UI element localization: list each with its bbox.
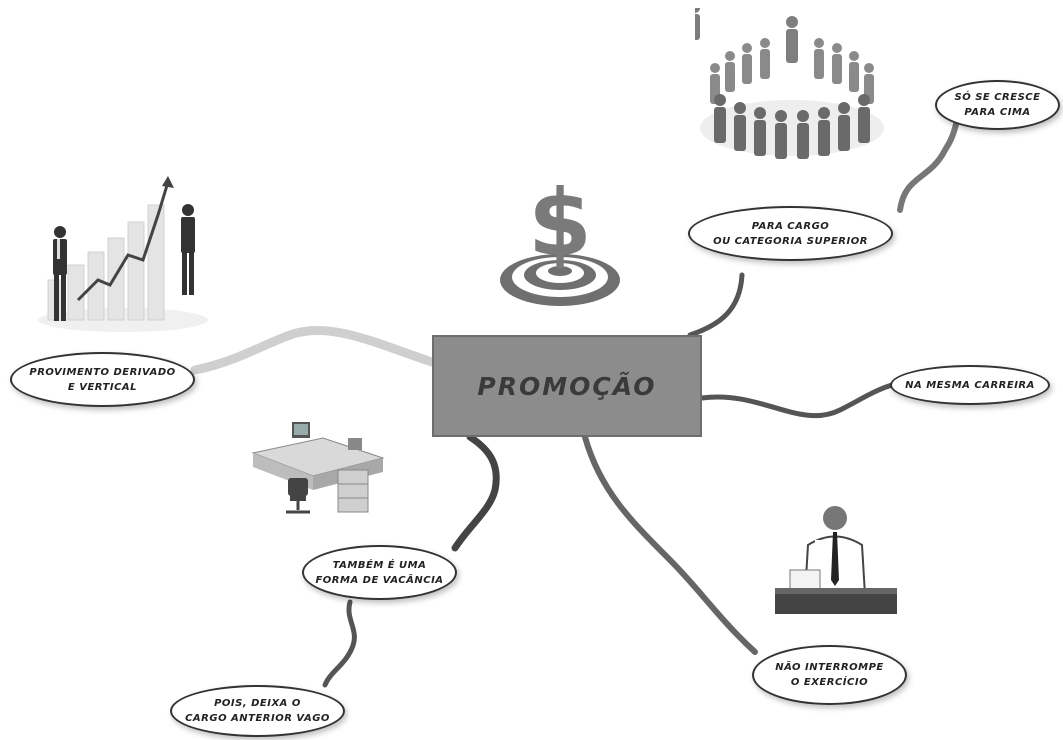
connector-so-se-cresce bbox=[897, 115, 961, 213]
businessman-at-desk-illustration bbox=[775, 506, 897, 614]
node-provimento: PROVIMENTO DERIVADO E VERTICAL bbox=[10, 352, 195, 407]
node-vacancia-line-1: TAMBÉM É UMA bbox=[332, 559, 427, 571]
office-desk-illustration bbox=[251, 422, 385, 514]
growth-chart-businessmen-illustration bbox=[38, 176, 208, 332]
node-so-se-cresce-line-1: SÓ SE CRESCE bbox=[954, 92, 1041, 103]
connector-nao-interrompe bbox=[582, 434, 758, 655]
node-mesma-carreira: NA MESMA CARREIRA bbox=[890, 365, 1050, 405]
node-nao-interrompe-line-2: O EXERCÍCIO bbox=[790, 677, 869, 688]
node-nao-interrompe: NÃO INTERROMPE O EXERCÍCIO bbox=[752, 645, 907, 705]
node-provimento-line-2: E VERTICAL bbox=[67, 381, 138, 393]
connector-mesma-carreira bbox=[699, 382, 895, 419]
connector-cargo-anterior bbox=[322, 599, 357, 688]
central-label: PROMOÇÃO bbox=[477, 371, 657, 401]
node-so-se-cresce: SÓ SE CRESCE PARA CIMA bbox=[935, 80, 1060, 130]
node-cargo-superior-line-1: PARA CARGO bbox=[751, 220, 830, 232]
svg-text:$: $ bbox=[528, 170, 592, 277]
node-cargo-anterior: POIS, DEIXA O CARGO ANTERIOR VAGO bbox=[170, 685, 345, 737]
connector-provimento bbox=[190, 325, 437, 375]
central-node: PROMOÇÃO bbox=[432, 335, 702, 437]
node-vacancia-line-2: FORMA DE VACÂNCIA bbox=[315, 574, 444, 586]
dollar-target-icon: $ bbox=[500, 170, 620, 306]
connector-vacancia bbox=[451, 433, 500, 552]
crowd-circle-illustration bbox=[695, 8, 884, 159]
node-vacancia: TAMBÉM É UMA FORMA DE VACÂNCIA bbox=[302, 545, 457, 600]
node-mesma-carreira-line-1: NA MESMA CARREIRA bbox=[905, 379, 1035, 391]
node-cargo-anterior-line-1: POIS, DEIXA O bbox=[214, 698, 301, 709]
node-cargo-superior: PARA CARGO OU CATEGORIA SUPERIOR bbox=[688, 206, 893, 261]
node-so-se-cresce-line-2: PARA CIMA bbox=[964, 107, 1031, 118]
node-cargo-superior-line-2: OU CATEGORIA SUPERIOR bbox=[713, 235, 868, 247]
node-nao-interrompe-line-1: NÃO INTERROMPE bbox=[775, 662, 884, 673]
node-cargo-anterior-line-2: CARGO ANTERIOR VAGO bbox=[185, 713, 330, 724]
connector-cargo-superior bbox=[687, 272, 745, 338]
node-provimento-line-1: PROVIMENTO DERIVADO bbox=[29, 366, 176, 378]
